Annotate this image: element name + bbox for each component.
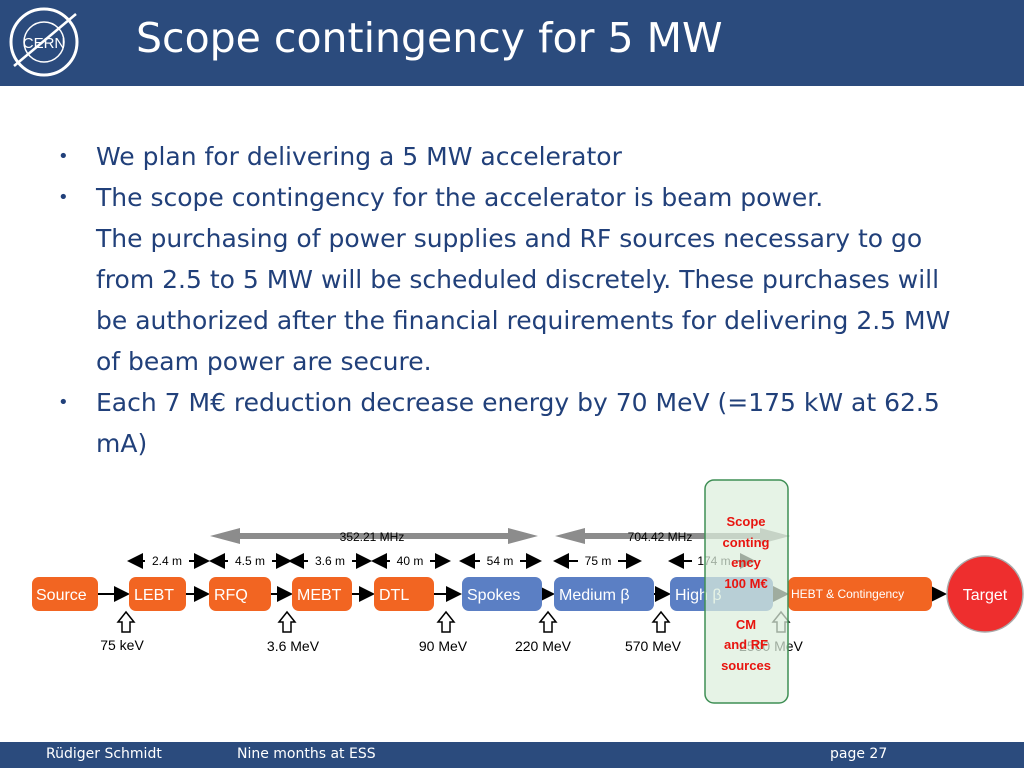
length-label: 54 m: [487, 554, 514, 568]
block-label: HEBT & Contingency: [791, 587, 904, 601]
energy-label: 570 MeV: [625, 638, 682, 654]
block-label: DTL: [379, 587, 409, 604]
block-label: MEBT: [297, 587, 342, 604]
block-lebt: LEBT: [129, 577, 186, 611]
freq-label: 352.21 MHz: [340, 530, 405, 544]
bullet-list: • We plan for delivering a 5 MW accelerat…: [58, 136, 978, 464]
bullet-text: Each 7 M€ reduction decrease energy by 7…: [96, 388, 940, 458]
length-label: 3.6 m: [315, 554, 345, 568]
footer-author: Rüdiger Schmidt: [46, 746, 162, 762]
block-hebt: HEBT & Contingency: [788, 577, 932, 611]
length-label: 4.5 m: [235, 554, 265, 568]
cern-logo: CERN: [9, 7, 79, 77]
scope-contingency-callout: Scope conting ency 100 M€ CM and RF sour…: [704, 479, 789, 704]
callout-text: 100 M€: [724, 576, 767, 591]
footer-bar: Rüdiger Schmidt Nine months at ESS page …: [0, 742, 1024, 768]
bullet-text-continued: The purchasing of power supplies and RF …: [96, 224, 951, 376]
freq-label: 704.42 MHz: [628, 530, 693, 544]
callout-text: sources: [721, 658, 771, 673]
bullet-icon: •: [58, 146, 69, 167]
block-rfq: RFQ: [209, 577, 271, 611]
block-label: LEBT: [134, 587, 174, 604]
energy-label: 75 keV: [100, 637, 144, 653]
bullet-text: We plan for delivering a 5 MW accelerato…: [96, 142, 622, 171]
length-label: 40 m: [397, 554, 424, 568]
footer-page-number: page 27: [830, 746, 888, 762]
bullet-item: • Each 7 M€ reduction decrease energy by …: [58, 382, 978, 464]
bullet-item: • The scope contingency for the accelerat…: [58, 177, 978, 382]
energy-label: 90 MeV: [419, 638, 468, 654]
block-source: Source: [32, 577, 98, 611]
freq-arrow-352: 352.21 MHz: [210, 528, 538, 544]
block-spokes: Spokes: [462, 577, 542, 611]
block-label: Spokes: [467, 587, 520, 604]
callout-text: CM: [736, 617, 756, 632]
freq-arrow-704: 704.42 MHz: [555, 528, 790, 544]
bullet-icon: •: [58, 392, 69, 413]
block-target: Target: [946, 555, 1024, 633]
footer-event: Nine months at ESS: [237, 746, 376, 762]
block-label: RFQ: [214, 587, 248, 604]
block-dtl: DTL: [374, 577, 434, 611]
energy-markers: [116, 610, 791, 633]
header-bar: CERN Scope contingency for 5 MW: [0, 0, 1024, 86]
cern-logo-text: CERN: [23, 35, 66, 52]
block-mebt: MEBT: [292, 577, 352, 611]
callout-text: Scope: [726, 514, 765, 529]
block-label: Target: [963, 587, 1008, 604]
bullet-text: The scope contingency for the accelerato…: [96, 183, 824, 212]
block-label: Medium β: [559, 587, 630, 604]
energy-label: 220 MeV: [515, 638, 572, 654]
callout-text: and RF: [724, 637, 768, 652]
block-medium-beta: Medium β: [554, 577, 654, 611]
bullet-item: • We plan for delivering a 5 MW accelerat…: [58, 136, 978, 177]
length-label: 2.4 m: [152, 554, 182, 568]
bullet-icon: •: [58, 187, 69, 208]
energy-label: 3.6 MeV: [267, 638, 320, 654]
block-label: Source: [36, 587, 87, 604]
linac-diagram: 352.21 MHz 704.42 MHz 2.4 m 4.5 m 3.6 m …: [32, 479, 1024, 704]
callout-text: ency: [731, 555, 761, 570]
length-label: 75 m: [585, 554, 612, 568]
slide-title: Scope contingency for 5 MW: [136, 14, 723, 62]
callout-text: conting: [723, 535, 770, 550]
